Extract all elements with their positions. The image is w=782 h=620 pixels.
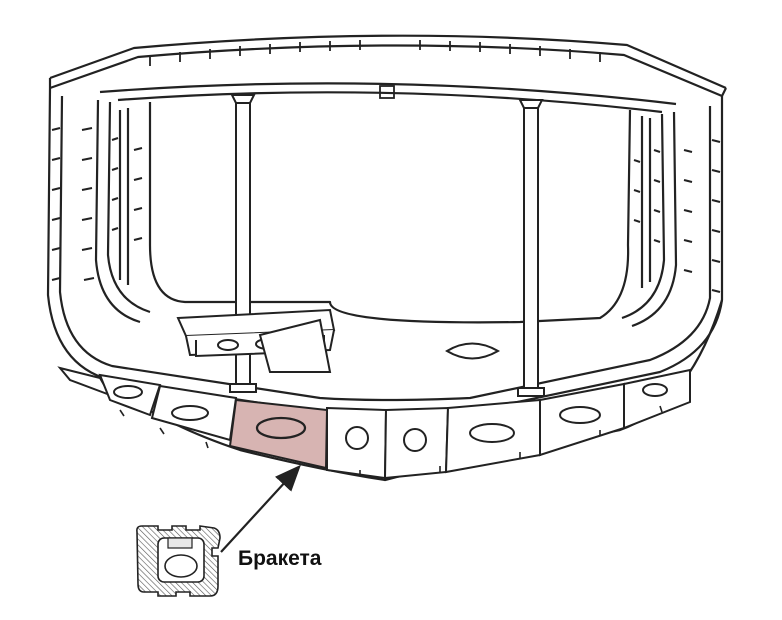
plate-ticks: [119, 405, 663, 476]
pillars: [229, 94, 545, 397]
highlighted-bracket-plate: [228, 398, 329, 470]
manhole: [445, 342, 501, 360]
side-stiffeners: [51, 127, 721, 293]
callout-arrow: [220, 464, 301, 553]
floor-girder: [176, 308, 336, 373]
bracket-detail-icon: [136, 525, 221, 597]
bracket-label: Бракета: [238, 547, 322, 570]
floor-plates: [57, 366, 691, 480]
deck-beam-ticks: [149, 40, 601, 99]
